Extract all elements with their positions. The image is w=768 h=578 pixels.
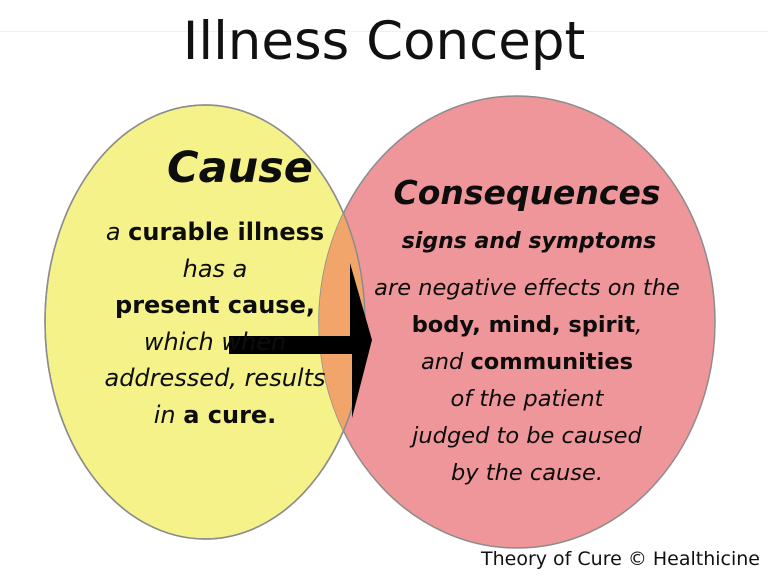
cause-text: in <box>153 400 184 429</box>
consequences-text: body, mind, spirit <box>411 312 636 338</box>
consequences-line: by the cause. <box>358 455 696 492</box>
consequences-line: judged to be caused <box>358 418 696 455</box>
right-arrow-icon <box>229 263 372 418</box>
cause-text: curable illness <box>128 218 325 246</box>
consequences-subheading: signs and symptoms <box>401 229 657 254</box>
cause-text: which when <box>143 327 287 356</box>
cause-heading: Cause <box>167 143 313 193</box>
consequences-text: judged to be caused <box>412 423 642 449</box>
cause-line: which when <box>88 324 342 361</box>
consequences-description: are negative effects on the body, mind, s… <box>358 270 696 492</box>
cause-line: has a <box>88 251 342 288</box>
cause-line: present cause, <box>88 287 342 324</box>
consequences-line: and communities <box>358 344 696 381</box>
cause-description: a curable illness has a present cause, whi… <box>88 214 342 434</box>
consequences-text: by the cause. <box>451 460 603 486</box>
cause-line: in a cure. <box>88 397 342 434</box>
cause-text: a cure. <box>183 400 277 429</box>
top-divider <box>0 31 768 32</box>
credit-line: Theory of Cure © Healthicine <box>480 548 760 570</box>
consequences-line: are negative effects on the <box>358 270 696 307</box>
consequences-line: of the patient <box>358 381 696 418</box>
consequences-text: communities <box>470 349 634 375</box>
cause-text: present cause, <box>115 291 315 320</box>
consequences-text: are negative effects on the <box>374 275 680 301</box>
consequences-line: body, mind, spirit, <box>358 307 696 344</box>
consequences-text: and <box>420 349 471 375</box>
cause-text: addressed, results <box>104 364 326 393</box>
consequences-text: , <box>635 312 643 338</box>
consequences-heading: Consequences <box>393 173 661 212</box>
cause-text: has a <box>182 254 248 283</box>
consequences-text: of the patient <box>450 386 604 412</box>
cause-text: a <box>105 218 129 246</box>
cause-line: a curable illness <box>88 214 342 251</box>
page-title: Illness Concept <box>182 11 586 72</box>
cause-line: addressed, results <box>88 360 342 397</box>
